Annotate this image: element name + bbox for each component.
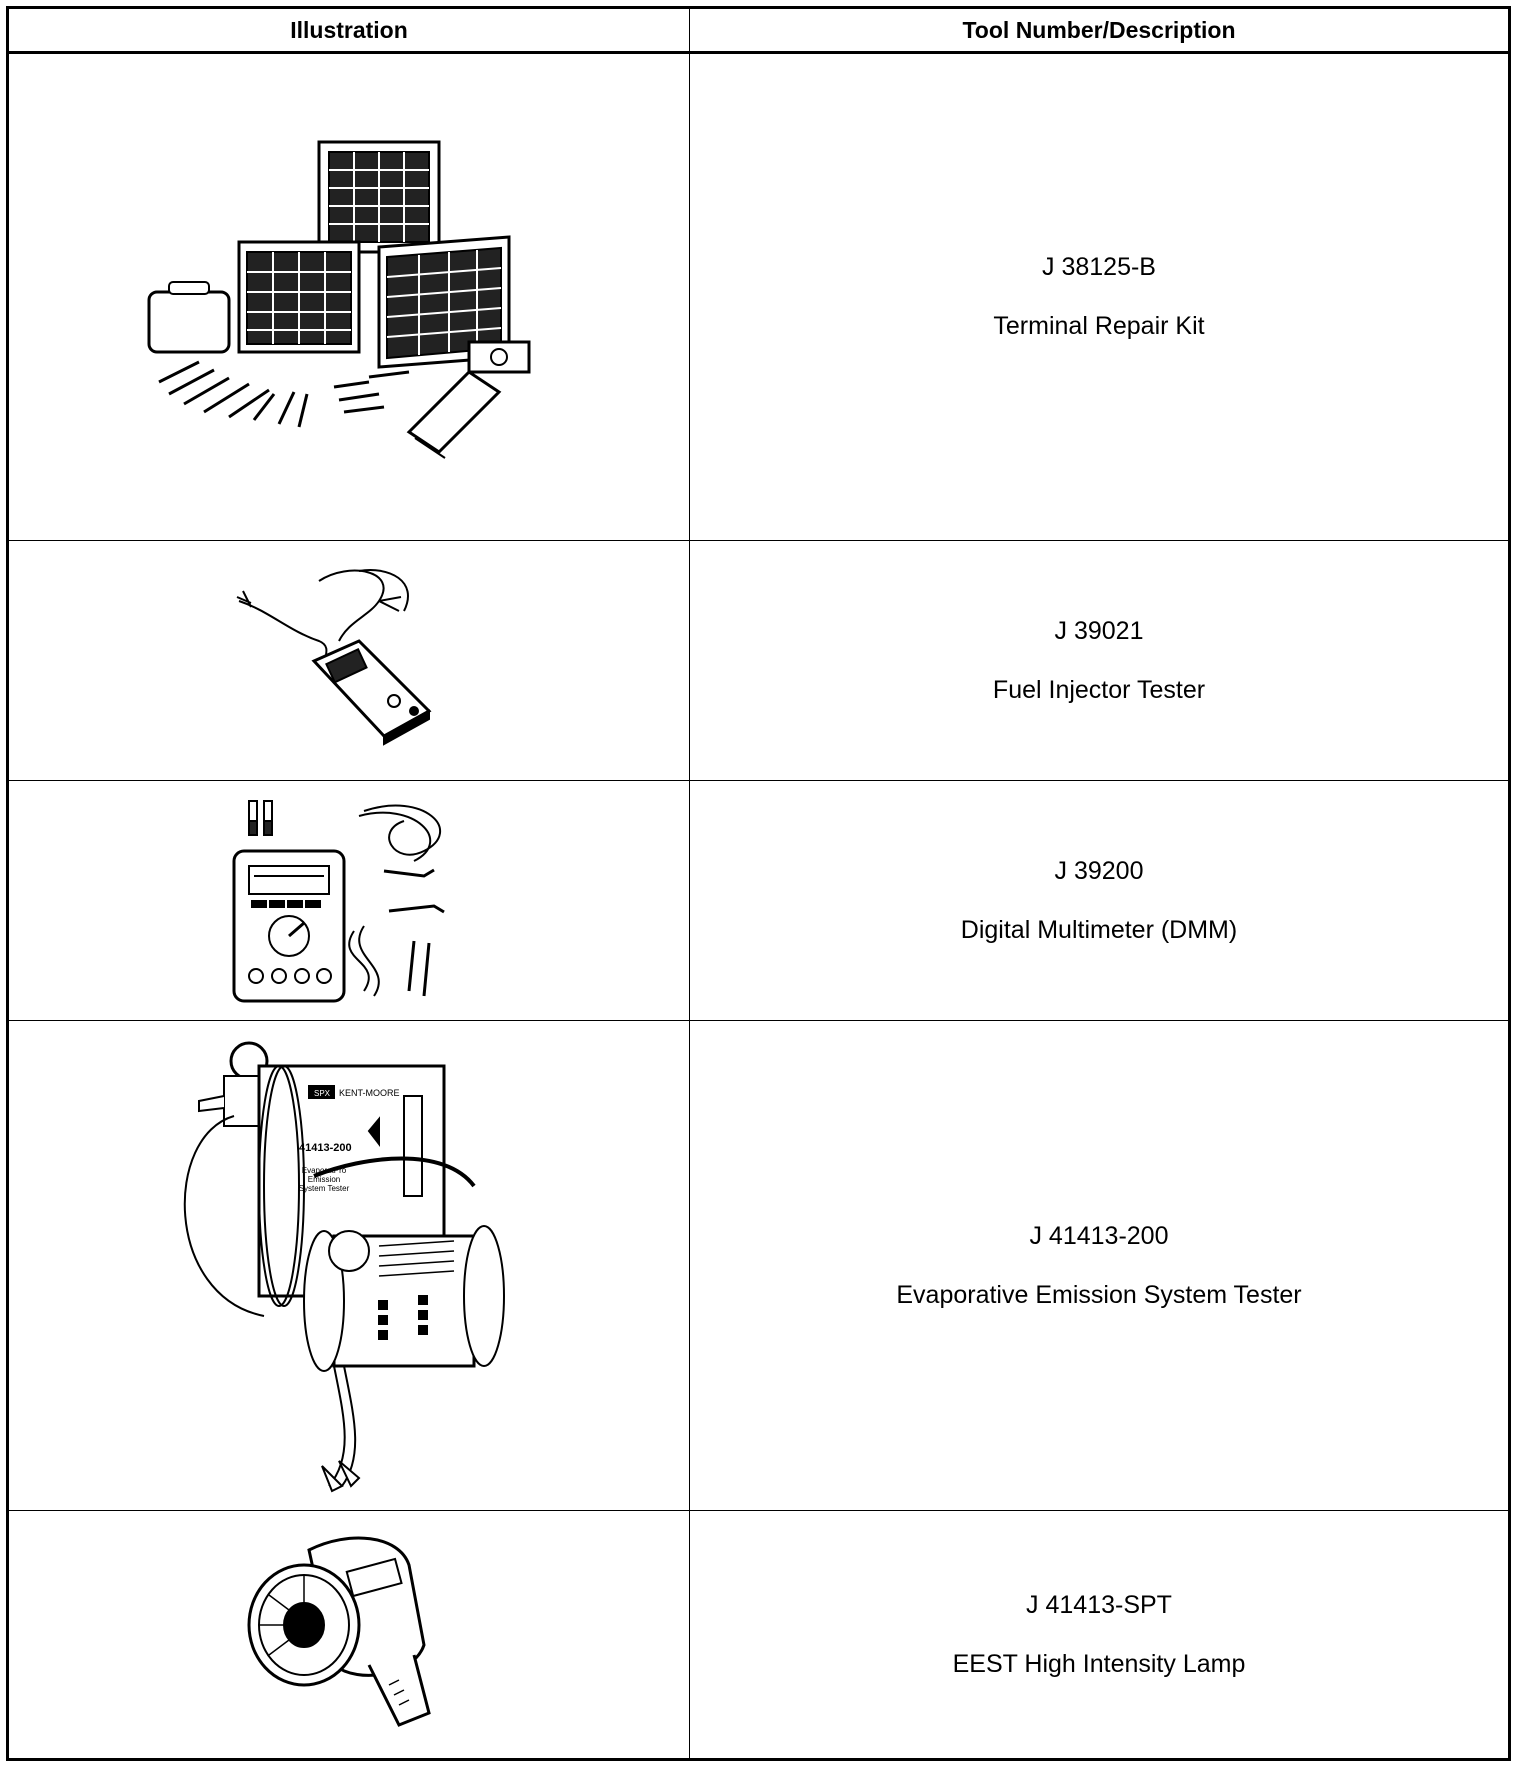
- terminal-repair-kit-icon: [129, 132, 569, 462]
- high-intensity-lamp-icon: [239, 1525, 459, 1745]
- table-row: J 39200 Digital Multimeter (DMM): [7, 780, 1510, 1022]
- tool-number: J 39021: [1054, 616, 1144, 645]
- table-row: J 41413-SPT EEST High Intensity Lamp: [7, 1510, 1510, 1760]
- header-row: Illustration Tool Number/Description: [7, 7, 1510, 54]
- header-illustration: Illustration: [7, 7, 690, 54]
- description-cell: J 39200 Digital Multimeter (DMM): [689, 780, 1510, 1022]
- tool-number: J 41413-200: [1029, 1221, 1169, 1250]
- tool-description: Evaporative Emission System Tester: [896, 1280, 1302, 1309]
- device-model-label: 41413-200: [299, 1142, 352, 1154]
- tool-description: Fuel Injector Tester: [992, 675, 1206, 704]
- description-cell: J 41413-SPT EEST High Intensity Lamp: [689, 1510, 1510, 1760]
- digital-multimeter-icon: [224, 791, 474, 1011]
- illustration-cell: [7, 780, 690, 1022]
- device-spx-label: SPX: [314, 1089, 331, 1098]
- fuel-injector-tester-icon: [229, 561, 469, 761]
- header-tool-number-description: Tool Number/Description: [689, 7, 1510, 54]
- table-row: J 38125-B Terminal Repair Kit: [7, 52, 1510, 541]
- table-row: KENT-MOORE SPX 41413-200 EvaporatPro Emi…: [7, 1020, 1510, 1512]
- tool-description: EEST High Intensity Lamp: [952, 1649, 1246, 1678]
- illustration-cell: [7, 52, 690, 541]
- tool-description: Terminal Repair Kit: [993, 311, 1205, 340]
- tool-number: J 38125-B: [1042, 252, 1156, 281]
- tool-number: J 41413-SPT: [1026, 1590, 1172, 1619]
- device-brand-label: KENT-MOORE: [339, 1088, 400, 1098]
- tool-number: J 39200: [1054, 856, 1144, 885]
- description-cell: J 39021 Fuel Injector Tester: [689, 539, 1510, 782]
- evap-tester-icon: KENT-MOORE SPX 41413-200 EvaporatPro Emi…: [164, 1036, 534, 1496]
- illustration-cell: KENT-MOORE SPX 41413-200 EvaporatPro Emi…: [7, 1020, 690, 1512]
- illustration-cell: [7, 1510, 690, 1760]
- description-cell: J 38125-B Terminal Repair Kit: [689, 52, 1510, 541]
- table-row: J 39021 Fuel Injector Tester: [7, 539, 1510, 782]
- tool-description: Digital Multimeter (DMM): [960, 915, 1238, 944]
- tools-table: Illustration Tool Number/Description: [6, 6, 1511, 1761]
- description-cell: J 41413-200 Evaporative Emission System …: [689, 1020, 1510, 1512]
- illustration-cell: [7, 539, 690, 782]
